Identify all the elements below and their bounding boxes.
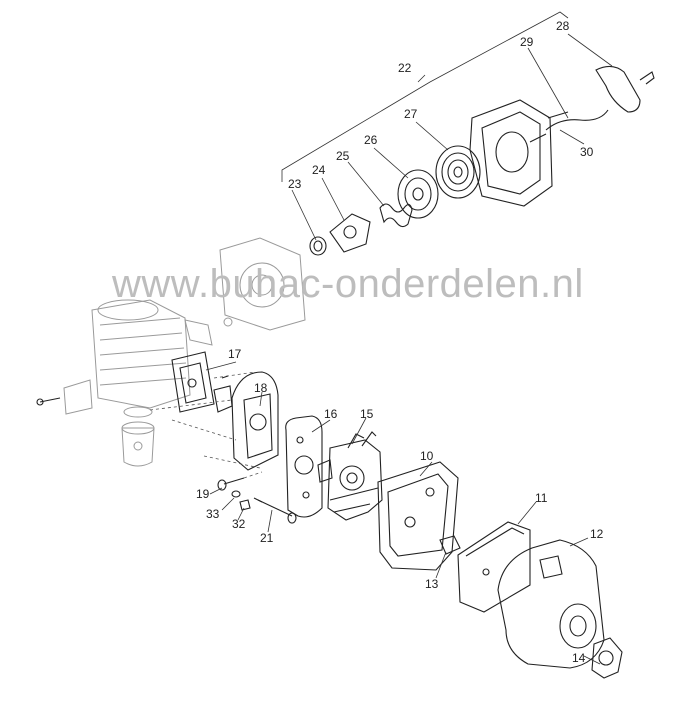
- callout-23: 23: [288, 177, 302, 191]
- callout-24: 24: [312, 163, 326, 177]
- part-24-carrier: [329, 213, 371, 253]
- watermark: www.buhac-onderdelen.nl: [112, 262, 584, 306]
- callout-14: 14: [572, 651, 586, 665]
- left-bolt: [36, 379, 93, 415]
- part-11-filter: [457, 521, 531, 613]
- callout-leaders: [205, 33, 613, 665]
- callout-11: 11: [535, 491, 548, 505]
- part-23-washer: [309, 236, 327, 256]
- callout-21: 21: [260, 531, 274, 545]
- callout-13: 13: [425, 577, 439, 591]
- callout-18: 18: [254, 381, 268, 395]
- part-27-recoil-spring: [435, 145, 481, 199]
- part-13-clip: [439, 535, 461, 555]
- callout-32: 32: [232, 517, 246, 531]
- part-15-carburetor: [317, 431, 383, 521]
- callout-33: 33: [206, 507, 220, 521]
- part-28-handle: [595, 65, 655, 113]
- part-32-nut: [239, 499, 251, 511]
- part-12-filter-cover: [497, 539, 605, 669]
- part-29-rope: [545, 109, 609, 131]
- part-26-pulley: [397, 169, 439, 219]
- engine-block: [91, 237, 306, 409]
- part-25-spring: [379, 203, 413, 228]
- piston: [121, 406, 155, 467]
- callout-17: 17: [228, 347, 242, 361]
- part-18-intake-block: [213, 371, 279, 471]
- part-33-washer: [231, 490, 241, 498]
- part-10-filter-base: [377, 461, 459, 571]
- part-19-screw: [217, 471, 263, 491]
- part-21-bolt: [253, 497, 297, 524]
- callout-22: 22: [398, 61, 412, 75]
- callout-10: 10: [420, 449, 434, 463]
- callout-26: 26: [364, 133, 378, 147]
- callout-16: 16: [324, 407, 338, 421]
- callout-28: 28: [556, 19, 570, 33]
- starter-housing: [469, 99, 553, 207]
- callout-27: 27: [404, 107, 418, 121]
- callout-19: 19: [196, 487, 210, 501]
- callout-12: 12: [590, 527, 604, 541]
- part-14-knob: [591, 637, 623, 679]
- callout-30: 30: [580, 145, 594, 159]
- part-17-gasket: [171, 351, 256, 413]
- callout-29: 29: [520, 35, 534, 49]
- part-16-carb-gasket: [285, 415, 323, 518]
- callout-25: 25: [336, 149, 350, 163]
- callout-15: 15: [360, 407, 374, 421]
- group-22-bracket: [281, 11, 569, 182]
- assembly-lines: [149, 399, 261, 469]
